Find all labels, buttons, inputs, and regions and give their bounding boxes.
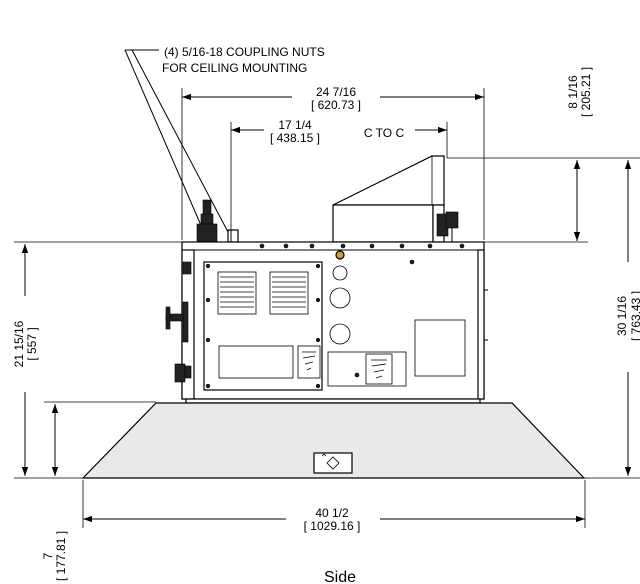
control-plate [327,351,407,387]
top-offset-metric: [ 205.21 ] [579,67,593,117]
top-rivet-row [259,243,465,249]
body-height-dimension: 21 15/16 [ 557 ] [12,241,182,479]
overall-width-fraction: 24 7/16 [316,85,356,99]
label-plate [218,345,294,379]
coupling-nuts [196,199,239,243]
top-offset-fraction: 8 1/16 [566,75,580,109]
warning-label-right [365,353,393,385]
center-to-center-dimension: 17 1/4 [ 438.15 ] C TO C [230,118,448,232]
body-height-metric: [ 557 ] [25,327,39,360]
total-height-dimension: 30 1/16 [ 763.43 ] [584,160,640,479]
c-to-c-fraction: 17 1/4 [278,118,312,132]
control-section [327,250,466,387]
hood-width-fraction: 40 1/2 [315,506,349,520]
hood-base [81,398,586,479]
body-height-fraction: 21 15/16 [12,320,26,367]
coupling-nut-callout: (4) 5/16-18 COUPLING NUTS FOR CEILING MO… [124,45,325,233]
hood-label [313,452,353,474]
hood-width-metric: [ 1029.16 ] [304,519,361,533]
c-to-c-metric: [ 438.15 ] [270,131,320,145]
hood-width-dimension: 40 1/2 [ 1029.16 ] [82,480,586,533]
vent-louvers-right [269,271,309,315]
top-offset-dimension: 8 1/16 [ 205.21 ] [447,67,640,243]
total-height-metric: [ 763.43 ] [629,291,640,341]
exhaust-duct [332,155,459,243]
side-panel [414,319,466,377]
access-panel [203,261,323,391]
hood-height-metric: [ 177.81 ] [54,531,68,581]
overall-width-metric: [ 620.73 ] [311,98,361,112]
vent-louvers-left [217,271,257,315]
warning-label-left [297,345,321,379]
callout-line-2: FOR CEILING MOUNTING [162,61,307,75]
hood-height-dimension: 7 [ 177.81 ] [41,401,156,581]
view-caption: Side [324,569,356,584]
total-height-fraction: 30 1/16 [615,296,629,336]
callout-line-1: (4) 5/16-18 COUPLING NUTS [164,45,325,59]
overall-width-dimension: 24 7/16 [ 620.73 ] [181,85,485,240]
c-to-c-suffix: C TO C [364,126,405,140]
hood-height-fraction: 7 [41,552,55,559]
